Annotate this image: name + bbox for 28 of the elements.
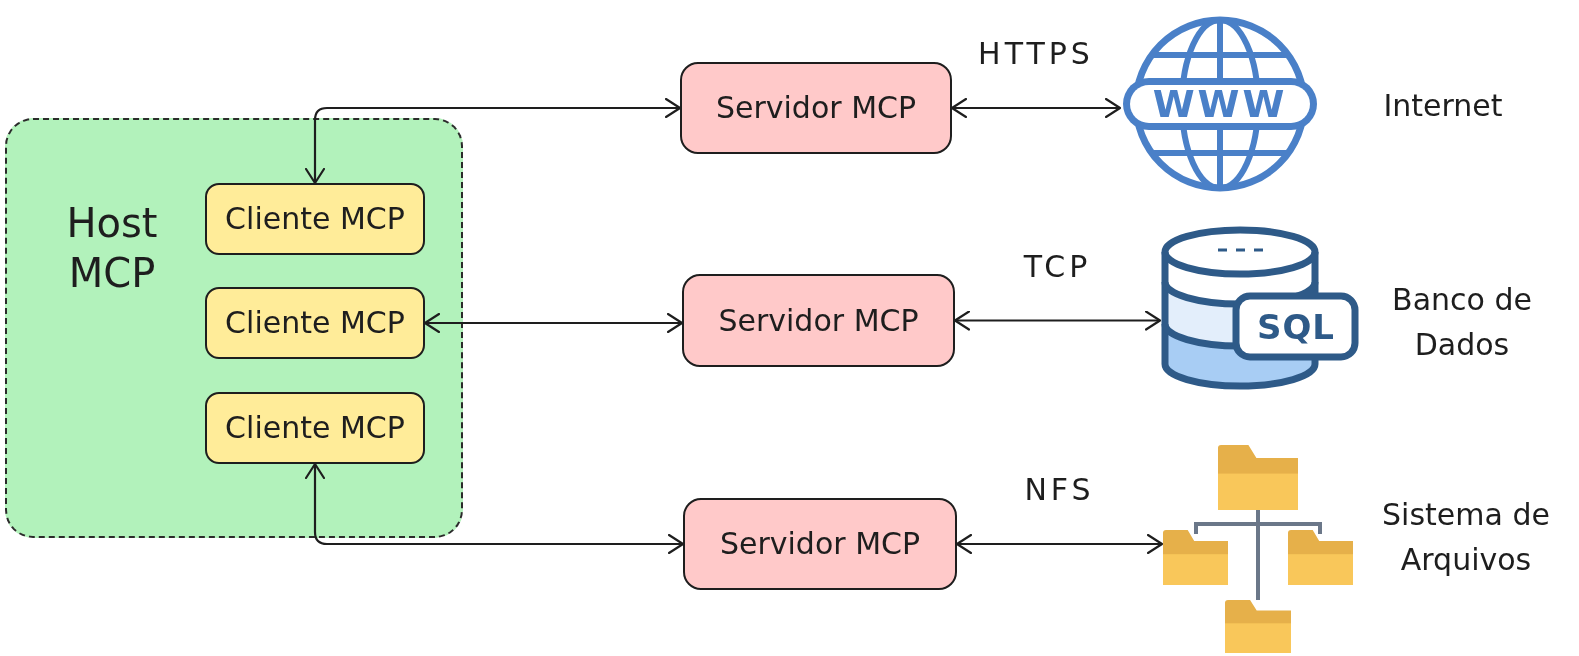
node-label: Cliente MCP	[225, 410, 405, 446]
double-arrow	[953, 310, 1162, 331]
node-caption: Banco de Dados	[1391, 281, 1533, 364]
double-arrow	[955, 533, 1164, 555]
node-caption: Internet	[1382, 86, 1504, 125]
double-arrow	[423, 312, 684, 334]
double-arrow	[304, 97, 682, 185]
process-box	[682, 274, 955, 367]
icon-label: SQL	[1256, 310, 1336, 344]
dashed-container	[5, 118, 463, 538]
globe-icon	[1120, 15, 1320, 193]
node-label: Servidor MCP	[719, 526, 921, 562]
process-box	[205, 183, 425, 255]
process-box	[680, 62, 952, 154]
node-label: Cliente MCP	[225, 201, 405, 237]
node-label: Servidor MCP	[715, 90, 917, 126]
group-label: Host MCP	[65, 199, 159, 298]
node-label: Cliente MCP	[225, 305, 405, 341]
folder-tree-icon	[1162, 444, 1354, 654]
double-arrow	[950, 97, 1122, 119]
process-box	[205, 287, 425, 359]
icon-label: WWW	[1152, 85, 1288, 123]
node-caption: Sistema de Arquivos	[1381, 496, 1551, 579]
process-box	[683, 498, 957, 590]
database-icon	[1160, 224, 1360, 392]
double-arrow	[304, 462, 685, 555]
node-label: Servidor MCP	[718, 302, 919, 339]
process-box	[205, 392, 425, 464]
